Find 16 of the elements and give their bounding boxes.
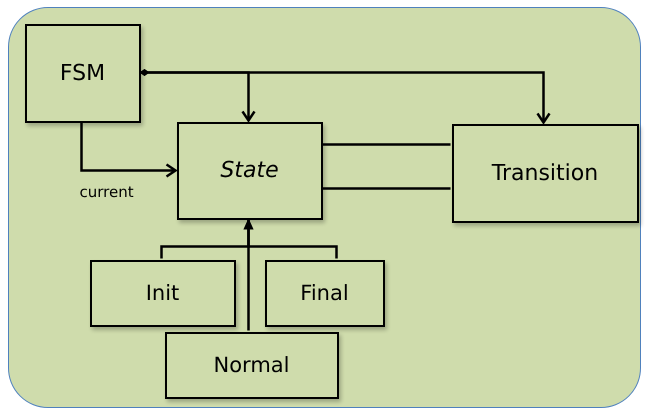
class-box	[264, 260, 384, 326]
class-name: State	[220, 158, 279, 183]
class-box	[90, 260, 236, 326]
background-panel	[8, 7, 641, 408]
class-name: Final	[300, 281, 349, 305]
class-box	[452, 124, 638, 222]
class-name: FSM	[60, 60, 106, 86]
class-name: Init	[146, 281, 180, 305]
class-box	[164, 332, 338, 398]
class-box	[176, 122, 322, 220]
class-box	[24, 24, 140, 122]
connector-arrow	[139, 68, 550, 124]
connector-arrow	[80, 121, 176, 178]
class-name: Transition	[492, 160, 598, 186]
class-name: Normal	[214, 353, 290, 377]
connector-arrow	[243, 218, 253, 330]
